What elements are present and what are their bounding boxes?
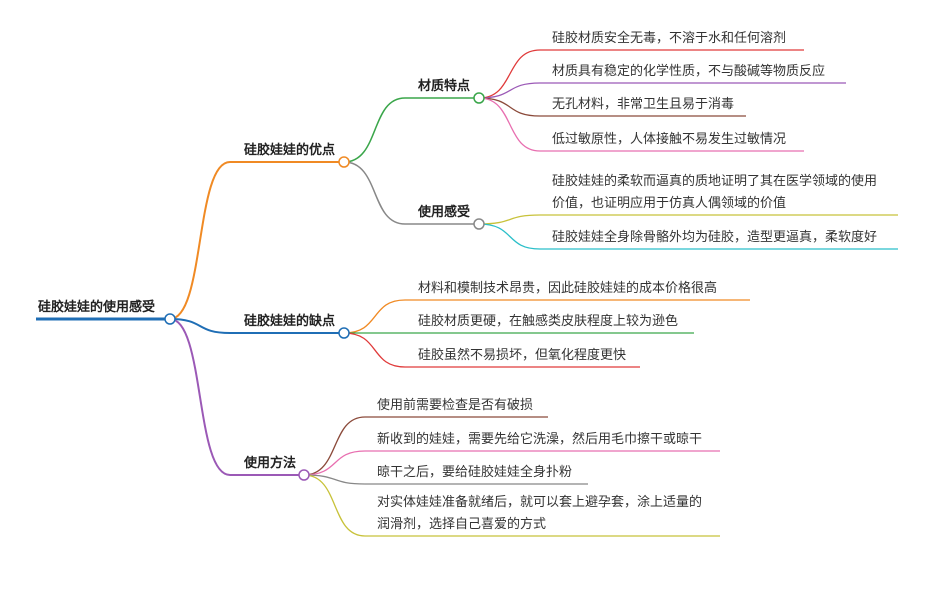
connector-root-cons bbox=[169, 318, 231, 334]
cons-item-2: 硅胶材质更硬，在触感类皮肤程度上较为逊色 bbox=[418, 314, 679, 329]
material-node-dot[interactable] bbox=[473, 92, 485, 104]
feeling-item-1-line2: 价值，也证明应用于仿真人偶领域的价值 bbox=[552, 196, 787, 211]
cons-item-3: 硅胶虽然不易损坏，但氧化程度更快 bbox=[418, 348, 627, 363]
material-label[interactable]: 材质特点 bbox=[418, 79, 471, 94]
material-item-2: 材质具有稳定的化学性质，不与酸碱等物质反应 bbox=[552, 64, 826, 79]
feeling-item-1-line1: 硅胶娃娃的柔软而逼真的质地证明了其在医学领域的使用 bbox=[552, 174, 878, 189]
usage-item-1: 使用前需要检查是否有破损 bbox=[377, 398, 534, 413]
pros-label[interactable]: 硅胶娃娃的优点 bbox=[244, 143, 336, 158]
material-item-1: 硅胶材质安全无毒，不溶于水和任何溶剂 bbox=[552, 31, 787, 46]
connector-pros-feeling bbox=[343, 161, 406, 225]
connector-cons-item-3 bbox=[343, 332, 640, 368]
connector-usage-item-3 bbox=[303, 474, 588, 485]
feeling-node-dot[interactable] bbox=[473, 218, 485, 230]
material-item-3: 无孔材料，非常卫生且易于消毒 bbox=[552, 97, 735, 112]
connector-usage-item-4 bbox=[303, 474, 720, 537]
connector-material-item-4 bbox=[478, 97, 804, 152]
cons-label[interactable]: 硅胶娃娃的缺点 bbox=[244, 314, 336, 329]
usage-item-4-line2: 润滑剂，选择自己喜爱的方式 bbox=[377, 517, 547, 532]
usage-item-4-line1: 对实体娃娃准备就绪后，就可以套上避孕套，涂上适量的 bbox=[377, 495, 703, 510]
pros-node-dot[interactable] bbox=[338, 156, 350, 168]
connector-material-item-3 bbox=[478, 97, 746, 117]
connector-material-item-1 bbox=[478, 49, 804, 99]
cons-node-dot[interactable] bbox=[338, 327, 350, 339]
usage-node-dot[interactable] bbox=[298, 469, 310, 481]
feeling-label[interactable]: 使用感受 bbox=[418, 205, 471, 220]
connector-usage-item-1 bbox=[303, 416, 548, 476]
connector-pros-material bbox=[343, 97, 406, 163]
root-node-dot[interactable] bbox=[164, 313, 176, 325]
usage-label[interactable]: 使用方法 bbox=[244, 456, 297, 471]
material-item-4: 低过敏原性，人体接触不易发生过敏情况 bbox=[552, 132, 787, 147]
connector-cons-item-1 bbox=[343, 299, 750, 334]
connector-usage-item-2 bbox=[303, 450, 720, 476]
connector-root-pros bbox=[169, 161, 231, 320]
feeling-item-2: 硅胶娃娃全身除骨骼外均为硅胶，造型更逼真，柔软度好 bbox=[552, 230, 878, 245]
cons-item-1: 材料和模制技术昂贵，因此硅胶娃娃的成本价格很高 bbox=[418, 281, 718, 296]
usage-item-3: 晾干之后，要给硅胶娃娃全身扑粉 bbox=[377, 465, 573, 480]
connector-root-usage bbox=[169, 318, 231, 476]
connector-feeling-item-2 bbox=[478, 223, 898, 250]
connector-feeling-item-1 bbox=[478, 214, 898, 225]
connector-material-item-2 bbox=[478, 82, 846, 99]
usage-item-2: 新收到的娃娃，需要先给它洗澡，然后用毛巾擦干或晾干 bbox=[377, 432, 703, 447]
root-label[interactable]: 硅胶娃娃的使用感受 bbox=[38, 300, 156, 315]
